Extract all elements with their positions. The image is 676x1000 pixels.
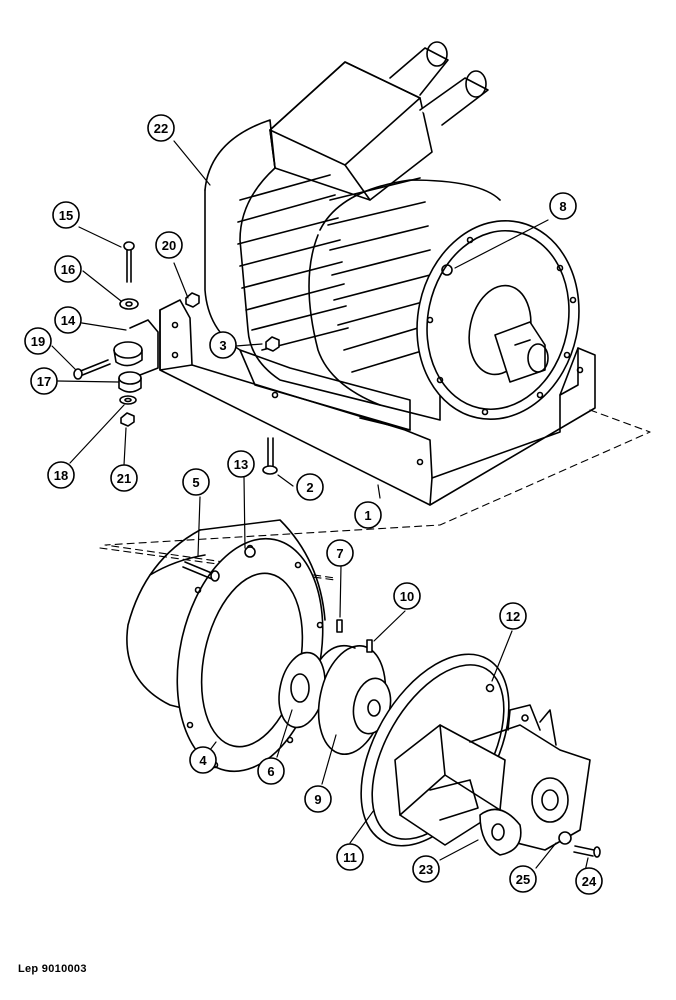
callout-19: 19: [31, 334, 45, 349]
bolt-15: [124, 242, 134, 282]
callout-9: 9: [314, 792, 321, 807]
key-10: [367, 640, 372, 652]
callout-24: 24: [582, 874, 597, 889]
base-frame: [160, 300, 595, 505]
callout-11: 11: [343, 850, 357, 865]
washer-25: [559, 832, 571, 844]
callout-7: 7: [336, 546, 343, 561]
callout-18: 18: [54, 468, 68, 483]
drawing-reference: Lep 9010003: [18, 963, 87, 975]
callout-8: 8: [559, 199, 566, 214]
bolt-2: [263, 438, 277, 474]
callout-10: 10: [400, 589, 414, 604]
leader-lines: [52, 141, 588, 880]
nut-13: [245, 547, 255, 557]
washer-16: [120, 299, 138, 309]
nut-20: [186, 293, 199, 307]
callout-16: 16: [61, 262, 75, 277]
callout-21: 21: [117, 471, 131, 486]
callout-2: 2: [306, 480, 313, 495]
callout-1: 1: [364, 508, 371, 523]
washer-18: [120, 396, 136, 404]
callout-6: 6: [267, 764, 274, 779]
coupling: [273, 640, 396, 761]
bolt-24: [574, 846, 600, 857]
callout-14: 14: [61, 313, 76, 328]
callout-4: 4: [199, 753, 207, 768]
key-7: [337, 620, 342, 632]
callout-20: 20: [162, 238, 176, 253]
callout-12: 12: [506, 609, 520, 624]
callout-3: 3: [219, 338, 226, 353]
nut-3: [266, 337, 279, 351]
callout-23: 23: [419, 862, 433, 877]
callout-17: 17: [37, 374, 51, 389]
callout-circles: [25, 115, 602, 894]
bolt-5: [183, 562, 219, 581]
hydraulic-pump: [395, 705, 590, 855]
assembly-guide-lines: [100, 410, 650, 580]
callout-13: 13: [234, 457, 248, 472]
screw-19: [74, 360, 110, 379]
rubber-mount-17: [119, 372, 141, 392]
callout-5: 5: [192, 475, 199, 490]
nut-21: [121, 413, 134, 426]
electric-motor: [205, 42, 597, 434]
callout-22: 22: [154, 121, 168, 136]
callout-25: 25: [516, 872, 530, 887]
bracket-14: [114, 320, 158, 375]
callout-15: 15: [59, 208, 73, 223]
